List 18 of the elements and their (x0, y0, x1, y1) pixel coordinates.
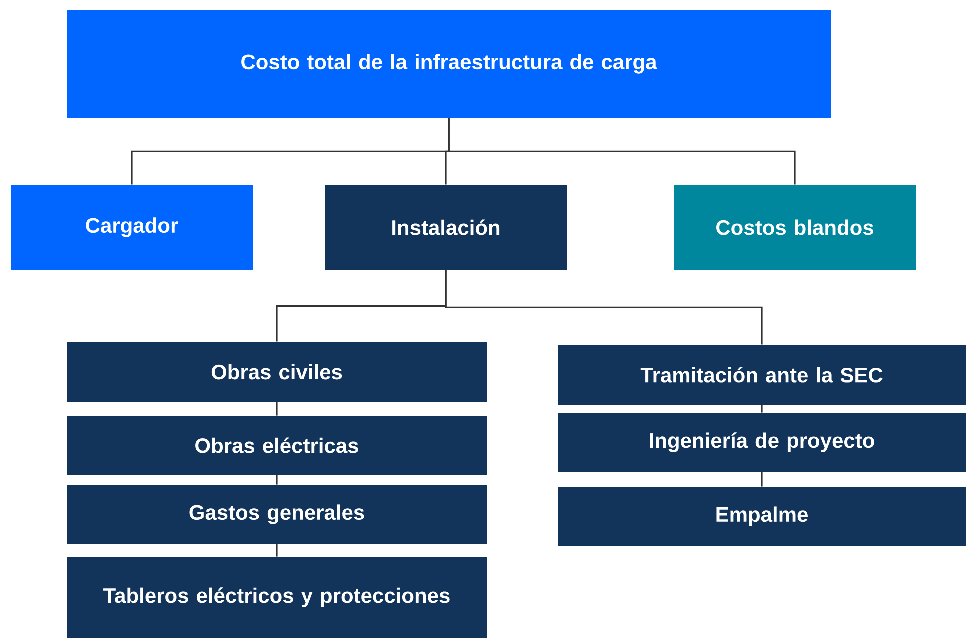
category-box: Obras eléctricas (67, 416, 487, 475)
connector-line (276, 475, 278, 485)
connector-line (276, 544, 278, 557)
connector-line (448, 118, 796, 185)
category-box: Empalme (558, 487, 966, 546)
category-box: Gastos generales (67, 485, 487, 544)
category-box: Costos blandos (674, 185, 916, 270)
connector-line (761, 405, 763, 413)
category-box: Tableros eléctricos y protecciones (67, 557, 487, 638)
category-box: Ingeniería de proyecto (558, 413, 966, 472)
connector-line (276, 402, 278, 416)
title-box: Costo total de la infraestructura de carga (67, 10, 831, 118)
connector-line (445, 270, 763, 345)
connector-line (761, 472, 763, 487)
category-box: Cargador (11, 185, 253, 270)
category-box: Obras civiles (67, 342, 487, 402)
category-box: Tramitación ante la SEC (558, 345, 966, 405)
category-box: Instalación (325, 185, 567, 270)
